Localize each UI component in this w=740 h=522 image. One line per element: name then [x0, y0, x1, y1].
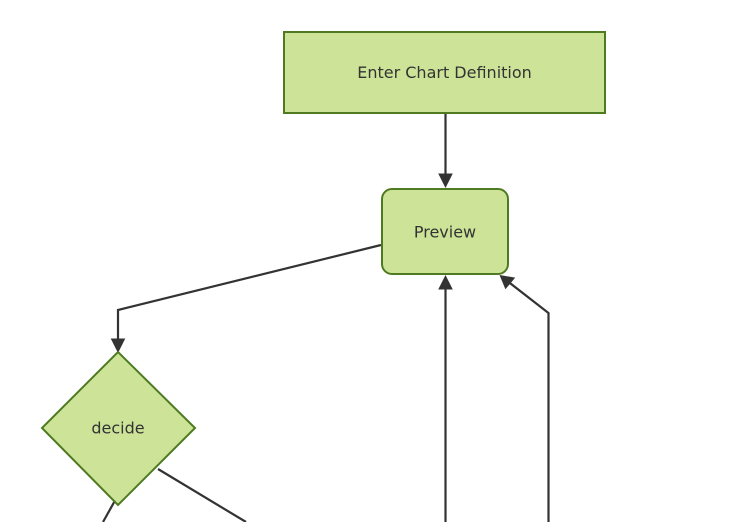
node-preview[interactable]: Preview [381, 188, 509, 275]
node-decide[interactable]: decide [40, 350, 197, 507]
edges-layer [102, 114, 550, 522]
nodes-layer: Enter Chart Definition Preview decide [40, 31, 606, 507]
arrowhead-icon [499, 275, 516, 290]
edge-line [157, 468, 247, 522]
arrowhead-icon [438, 275, 453, 290]
edge-bottom-center-to-preview[interactable] [438, 275, 453, 522]
edge-decide-bottom-right[interactable] [157, 468, 247, 522]
node-shape-diamond [40, 350, 197, 507]
arrowhead-icon [438, 173, 453, 188]
node-enter-chart-definition[interactable]: Enter Chart Definition [283, 31, 606, 114]
node-shape-rounded-rectangle [381, 188, 509, 275]
arrowhead-icon [110, 338, 126, 353]
edge-preview-to-decide[interactable] [110, 243, 382, 353]
edge-line [116, 243, 382, 345]
edge-enter-to-preview[interactable] [438, 114, 453, 188]
edge-bottom-right-to-preview[interactable] [499, 275, 550, 522]
node-shape-rectangle [283, 31, 606, 114]
edge-line [505, 279, 550, 522]
